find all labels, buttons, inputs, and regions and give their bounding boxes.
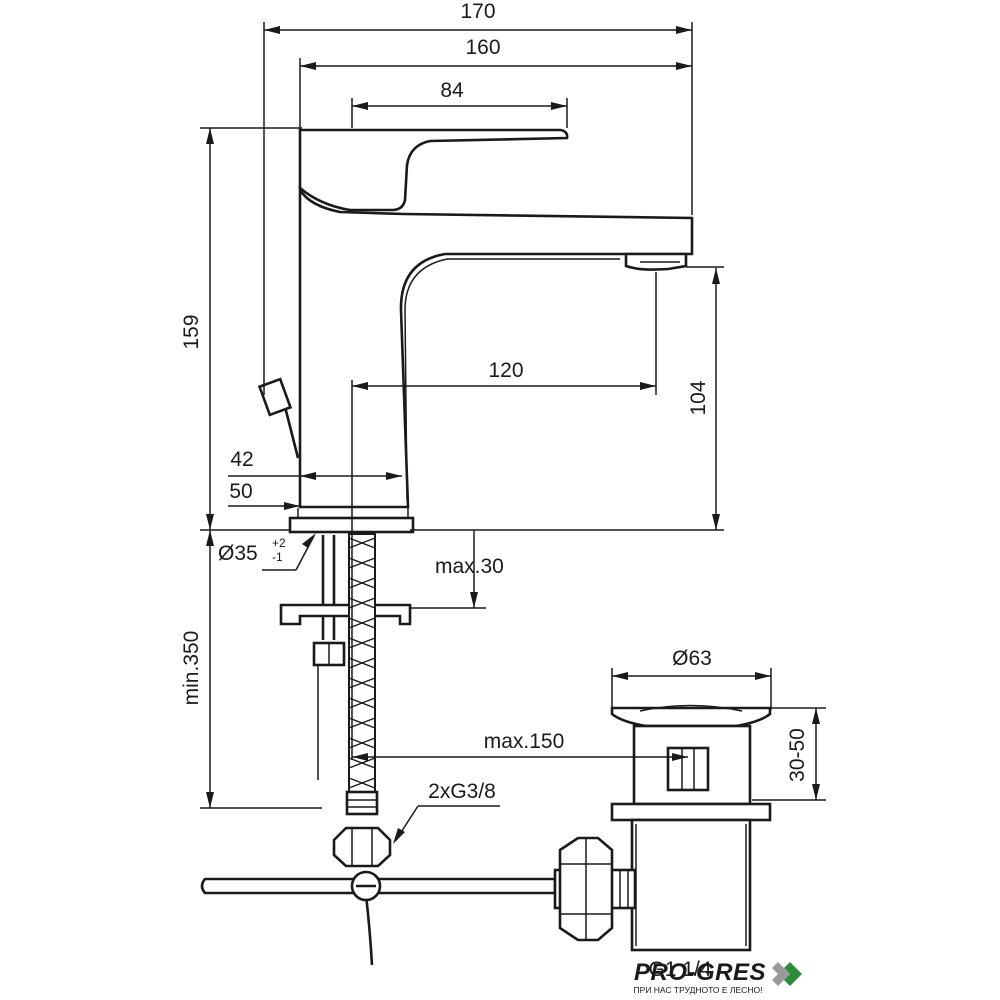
dim-max-150: max.150	[484, 730, 565, 753]
dim-104: 104	[687, 380, 710, 415]
pull-rod	[200, 870, 557, 902]
dim-2x-g3-8: 2xG3/8	[428, 780, 496, 803]
waste-drain	[553, 704, 772, 952]
dimension-labels: 170 160 84 159 120 104 42 50 Ø35 +2 -1 m…	[180, 0, 809, 981]
watermark-tagline: ПРИ НАС ТРУДНОТО Е ЛЕСНО!	[634, 985, 763, 995]
dim-170: 170	[460, 0, 495, 23]
faucet-body	[257, 128, 694, 534]
dim-42: 42	[230, 448, 253, 471]
dim-max-30: max.30	[435, 555, 504, 578]
dim-160: 160	[465, 36, 500, 59]
dim-120: 120	[488, 359, 523, 382]
mounting-hardware	[279, 535, 412, 780]
diamond-arrow-icon	[784, 962, 802, 986]
watermark-brand: PRO-GRES	[634, 959, 766, 986]
dim-diameter-35-minus: -1	[272, 550, 283, 564]
dim-50: 50	[229, 480, 252, 503]
dim-30-50: 30-50	[786, 728, 809, 782]
dim-g1-1-4: G1 1/4	[648, 958, 711, 981]
dim-diameter-63: Ø63	[672, 647, 712, 670]
dim-diameter-35-plus: +2	[272, 536, 286, 550]
dimension-lines	[200, 22, 826, 844]
braided-hose	[332, 533, 392, 966]
dim-min-350: min.350	[180, 631, 203, 706]
diamond-arrow-icon-outline	[772, 962, 790, 986]
dim-159: 159	[180, 314, 203, 349]
dim-84: 84	[440, 79, 464, 102]
dim-diameter-35: Ø35	[218, 542, 258, 565]
lift-rod	[257, 377, 300, 459]
watermark-logo: PRO-GRES ПРИ НАС ТРУДНОТО Е ЛЕСНО!	[634, 959, 802, 995]
